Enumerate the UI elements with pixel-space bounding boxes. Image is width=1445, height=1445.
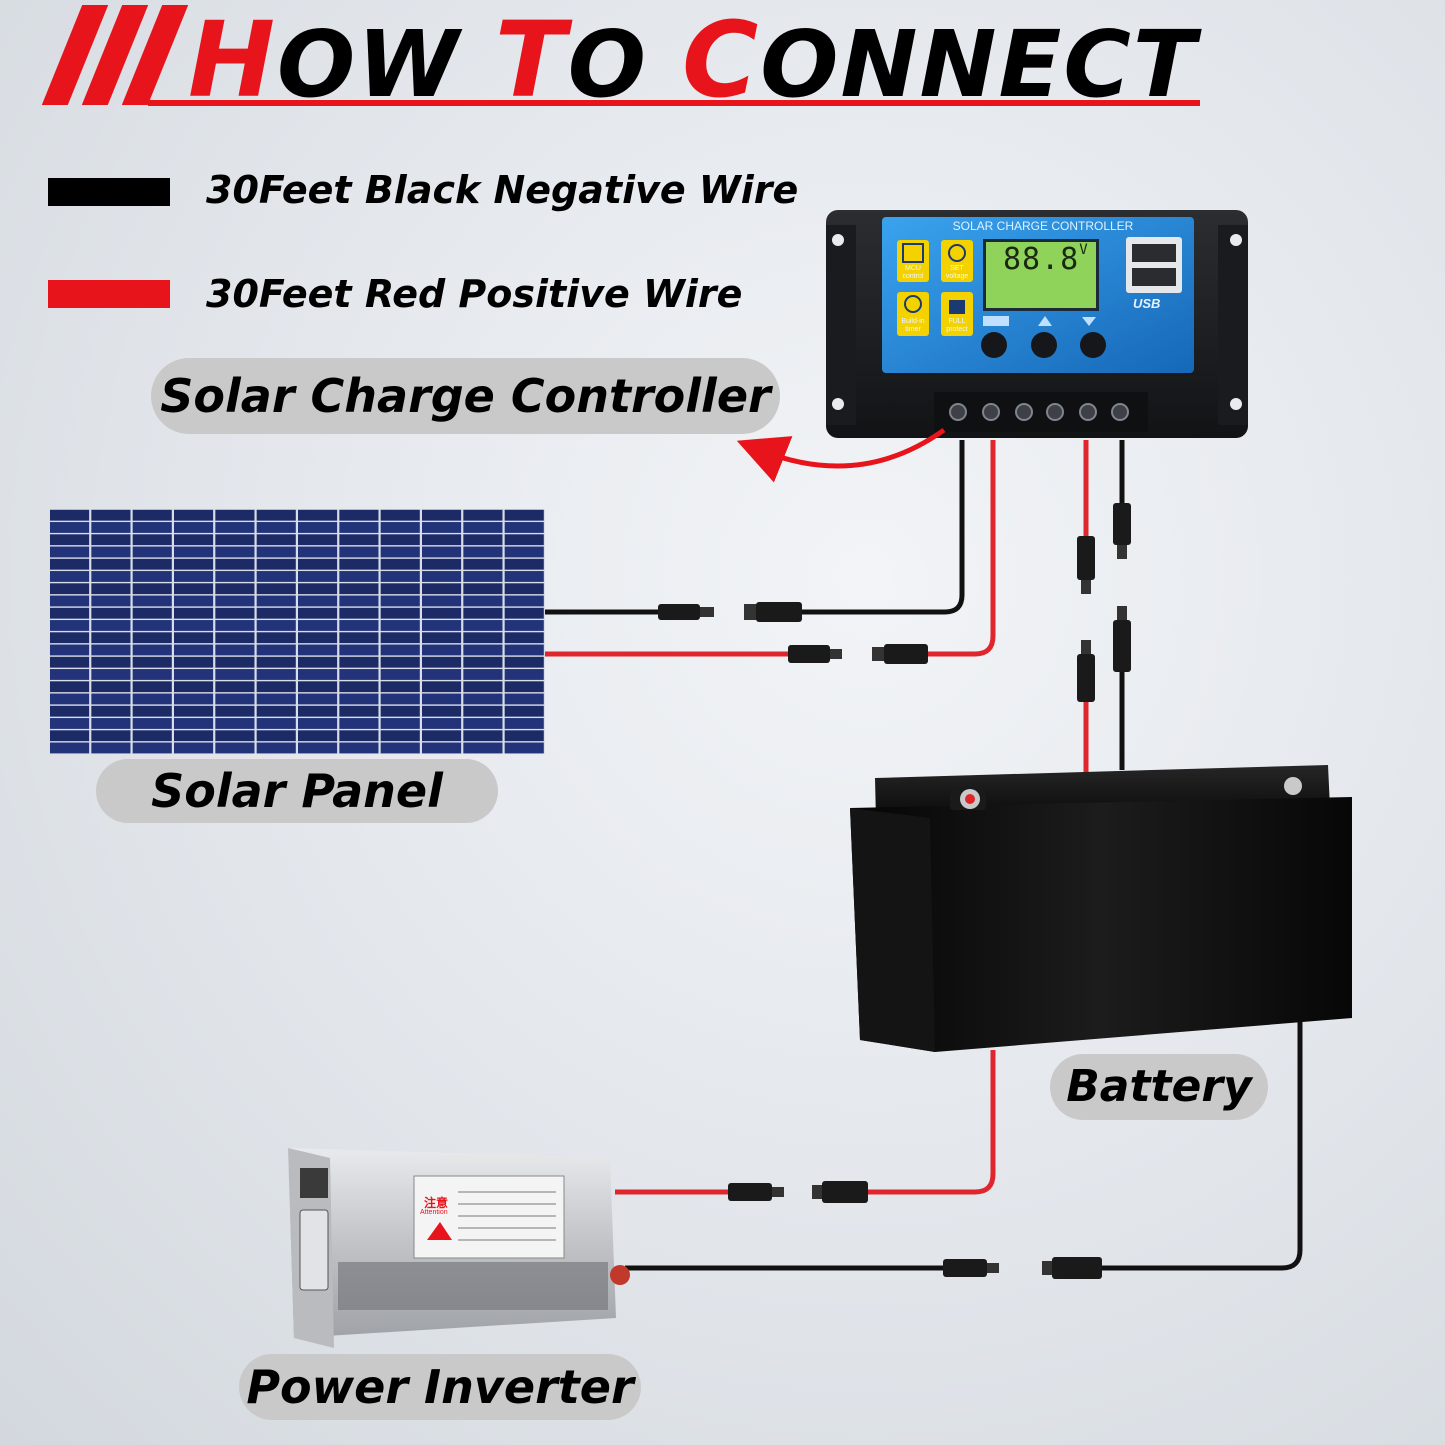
inverter-warning-sub: Attention <box>420 1209 448 1216</box>
btn-set-caption: SET voltage <box>945 265 969 280</box>
battery-to-inverter-positive-wire <box>840 1050 996 1195</box>
mc4-connector-panel-neg-b <box>744 602 802 622</box>
controller-to-panel-negative-wire <box>760 440 965 615</box>
lcd-unit: V <box>1079 242 1089 258</box>
pointer-arrow <box>736 427 946 483</box>
mc4-connector-inv-pos-b <box>812 1181 868 1203</box>
legend-label-black: 30Feet Black Negative Wire <box>206 168 799 212</box>
mc4-connector-bat-neg-a <box>1113 503 1131 559</box>
label-solar-panel: Solar Panel <box>96 759 498 823</box>
mc4-connector-bat-pos-b <box>1077 640 1095 702</box>
btn-full-caption: FULL protect <box>946 318 968 333</box>
title-underline <box>148 100 1200 106</box>
battery-to-inverter-negative-wire <box>1100 1020 1303 1271</box>
title-letter-c: C <box>681 0 761 121</box>
mc4-connector-inv-neg-b <box>1042 1257 1102 1279</box>
label-battery: Battery <box>1050 1054 1268 1120</box>
btn-mcu-caption: MCU control <box>902 265 924 280</box>
title-part-onnect: ONNECT <box>760 11 1198 118</box>
mc4-connector-bat-neg-b <box>1113 606 1131 672</box>
mc4-connector-panel-neg-a <box>658 604 714 620</box>
legend-label-red: 30Feet Red Positive Wire <box>206 272 743 316</box>
title-part-o: O <box>567 11 682 118</box>
title-part-ow: OW <box>277 11 495 118</box>
btn-timer-caption: Build-in timer <box>901 318 925 333</box>
inverter-warning-title: 注意 <box>424 1196 449 1210</box>
legend-swatch-red <box>48 280 170 308</box>
solar-panel-image <box>49 509 545 754</box>
controller-header-text: SOLAR CHARGE CONTROLLER <box>952 219 1134 233</box>
mc4-connector-panel-pos-b <box>872 644 928 664</box>
label-solar-charge-controller: Solar Charge Controller <box>151 358 780 434</box>
controller-lcd-reading: 88.8V <box>1003 242 1089 277</box>
usb-label: USB <box>1133 296 1161 311</box>
power-inverter-image <box>288 1148 630 1348</box>
lcd-value: 88.8 <box>1003 242 1080 277</box>
mc4-connector-inv-pos-a <box>728 1183 784 1201</box>
controller-lcd <box>983 239 1099 311</box>
battery-image <box>850 765 1352 1052</box>
mc4-connector-bat-pos-a <box>1077 536 1095 594</box>
title-letter-h: H <box>188 0 278 121</box>
title-letter-t: T <box>494 0 568 121</box>
controller-to-panel-positive-wire <box>880 440 996 657</box>
legend-swatch-black <box>48 178 170 206</box>
mc4-connector-inv-neg-a <box>943 1259 999 1277</box>
page-title: HOW TO CONNECT <box>188 8 1228 115</box>
label-power-inverter: Power Inverter <box>239 1354 641 1420</box>
mc4-connector-panel-pos-a <box>788 645 842 663</box>
